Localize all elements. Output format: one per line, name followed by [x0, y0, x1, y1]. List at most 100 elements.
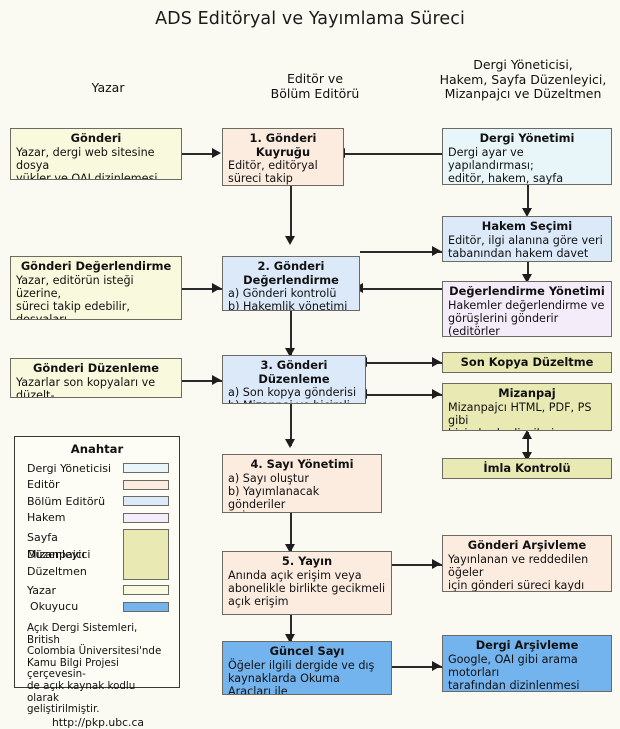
box-step4-sayi-yonetimi[interactable]: 4. Sayı Yönetimi a) Sayı oluştur b) Yayı…	[222, 454, 382, 513]
box-imla-kontrolu-heading: İmla Kontrolü	[483, 460, 571, 475]
arrowhead-step4-step5	[285, 544, 295, 553]
legend-label-editor: Editör	[27, 478, 60, 492]
box-son-kopya-duzeltme-heading: Son Kopya Düzeltme	[460, 354, 594, 369]
box-gonderi-degerlendirme-heading: Gönderi Değerlendirme	[20, 259, 172, 273]
connector-step3-sonkopya	[366, 362, 442, 364]
box-step5-body: Anında açık erişim veya abonelikle birli…	[228, 568, 386, 609]
legend-swatch-journal-manager	[123, 463, 169, 474]
diagram-canvas: ADS Editöryal ve Yayımlama Süreci Yazar …	[10, 9, 612, 729]
box-step5-heading: 5. Yayın	[281, 554, 333, 568]
box-step3-heading: 3. Gönderi Düzenleme	[258, 358, 330, 386]
legend-group-labels: Sayfa Düzenleyici Mizanpajcı Düzeltmen	[27, 529, 123, 580]
legend-title: Anahtar	[70, 442, 124, 456]
box-dergi-yonetimi[interactable]: Dergi Yönetimi Dergi ayar ve yapılandırm…	[442, 128, 612, 185]
legend-swatch-editor	[123, 479, 169, 490]
legend-swatch-reader	[123, 601, 169, 612]
box-mizanpaj[interactable]: Mizanpaj Mizanpajcı HTML, PDF, PS gibi b…	[442, 383, 612, 431]
arrowhead-step3-step4	[285, 439, 295, 448]
legend-swatch-production	[123, 529, 169, 580]
box-guncel-sayi[interactable]: Güncel Sayı Öğeler ilgili dergide ve dış…	[222, 641, 392, 695]
connector-mizanpaj-imla	[527, 432, 529, 458]
arrowhead-step3-sonkopya-right	[432, 357, 441, 367]
legend-label-reader: Okuyucu	[30, 600, 79, 614]
connector-step5-arsivleme	[392, 564, 442, 566]
box-step5-yayin[interactable]: 5. Yayın Anında açık erişim veya aboneli…	[222, 551, 392, 615]
box-step3-gonderi-duzenleme[interactable]: 3. Gönderi Düzenleme a) Son kopya gönder…	[222, 355, 366, 404]
box-dergi-yonetimi-heading: Dergi Yönetimi	[479, 131, 575, 145]
box-gonderi-heading: Gönderi	[70, 131, 122, 145]
box-step4-heading: 4. Sayı Yönetimi	[250, 457, 354, 471]
arrowhead-step5-guncel	[285, 634, 295, 643]
box-dergi-arsivleme[interactable]: Dergi Arşivleme Google, OAI gibi arama m…	[442, 635, 612, 692]
box-degerlendirme-yonetimi[interactable]: Değerlendirme Yönetimi Hakemler değerlen…	[442, 281, 612, 337]
box-gonderi-duzenleme-heading: Gönderi Düzenleme	[33, 361, 159, 375]
connector-step4-step5	[290, 513, 292, 551]
connector-dergi-yonetimi-step1	[344, 153, 442, 155]
legend-row-section-editor: Bölüm Editörü	[27, 493, 169, 510]
box-gonderi-body: Yazar, dergi web sitesine dosya yükler v…	[16, 145, 158, 180]
connector-author-review-step2	[180, 288, 222, 290]
box-step1-body: Editör, editöryal süreci takip etmesi iç…	[228, 159, 318, 186]
box-mizanpaj-body: Mizanpajcı HTML, PDF, PS gibi biçimlerde…	[448, 400, 592, 430]
box-step2-gonderi-degerlendirme[interactable]: 2. Gönderi Değerlendirme a) Gönderi kont…	[222, 256, 360, 311]
box-son-kopya-duzeltme[interactable]: Son Kopya Düzeltme	[442, 352, 612, 373]
arrowhead-mizanpaj-imla-up	[522, 430, 532, 439]
legend-swatch-reviewer	[123, 512, 169, 523]
legend-row-reviewer: Hakem	[27, 510, 169, 527]
legend-swatch-section-editor	[123, 496, 169, 507]
box-imla-kontrolu[interactable]: İmla Kontrolü	[442, 458, 612, 479]
box-step1-gonderi-kuyrugu[interactable]: 1. Gönderi Kuyruğu Editör, editöryal sür…	[222, 128, 344, 186]
box-hakem-secimi-body: Editör, ilgi alanına göre veri tabanında…	[448, 233, 603, 261]
legend-label-author: Yazar	[27, 583, 56, 597]
legend-panel: Anahtar Dergi Yöneticisi Editör Bölüm Ed…	[14, 436, 180, 729]
legend-rows: Dergi Yöneticisi Editör Bölüm Editörü Ha…	[15, 460, 179, 615]
connector-guncel-dergi-arsivleme	[392, 666, 442, 668]
page-title: ADS Editöryal ve Yayımlama Süreci	[155, 9, 465, 29]
box-gonderi-arsivleme-heading: Gönderi Arşivleme	[467, 538, 587, 552]
box-gonderi-duzenleme[interactable]: Gönderi Düzenleme Yazarlar son kopyaları…	[10, 358, 182, 398]
box-gonderi-arsivleme[interactable]: Gönderi Arşivleme Yayınlanan ve reddedil…	[442, 535, 612, 592]
box-step1-heading: 1. Gönderi Kuyruğu	[249, 131, 317, 159]
box-step2-body: a) Gönderi kontrolü b) Hakemlik yönetimi…	[228, 287, 348, 311]
legend-label-proofreader: Düzeltmen	[27, 565, 87, 578]
box-hakem-secimi[interactable]: Hakem Seçimi Editör, ilgi alanına göre v…	[442, 216, 612, 262]
arrowhead-guncel-dergi-arsivleme	[432, 661, 441, 671]
box-dergi-arsivleme-heading: Dergi Arşivleme	[475, 638, 579, 652]
arrowhead-gonderi-step1	[212, 148, 221, 158]
legend-group-production: Sayfa Düzenleyici Mizanpajcı Düzeltmen	[27, 529, 169, 580]
connector-step1-step2	[290, 186, 292, 240]
connector-step3-step4	[290, 404, 292, 446]
connector-step3-mizanpaj	[366, 394, 442, 396]
box-degerlendirme-yonetimi-heading: Değerlendirme Yönetimi	[449, 284, 605, 298]
arrowhead-step1-step2	[285, 236, 295, 245]
arrowhead-author-edit-step3-right	[212, 375, 221, 385]
arrowhead-dergi-yonetimi-hakem	[522, 208, 532, 217]
arrowhead-hakem-degerlendirme	[522, 274, 532, 283]
connector-hakem-degerlendirme	[527, 262, 529, 280]
column-header-author: Yazar	[91, 80, 125, 95]
arrowhead-step3-mizanpaj-right	[432, 389, 441, 399]
legend-label-layout-designer: Sayfa Düzenleyici	[27, 531, 91, 561]
connector-author-edit-step3	[180, 380, 222, 382]
legend-url[interactable]: http://pkp.ubc.ca	[51, 715, 145, 729]
legend-row-reader: Okuyucu	[27, 599, 169, 616]
box-gonderi-degerlendirme[interactable]: Gönderi Değerlendirme Yazar, editörün is…	[10, 256, 182, 320]
column-header-editor: Editör ve Bölüm Editörü	[270, 71, 360, 101]
box-gonderi[interactable]: Gönderi Yazar, dergi web sitesine dosya …	[10, 128, 182, 180]
arrowhead-mizanpaj-imla-down	[522, 452, 532, 461]
box-dergi-arsivleme-body: Google, OAI gibi arama motorları tarafın…	[448, 652, 580, 692]
arrowhead-step2-hakem	[432, 246, 441, 256]
legend-label-reviewer: Hakem	[27, 511, 66, 525]
legend-label-section-editor: Bölüm Editörü	[27, 494, 106, 508]
connector-step5-guncel	[290, 615, 292, 641]
box-step4-body: a) Sayı oluştur b) Yayımlanacak gönderil…	[228, 471, 342, 512]
box-gonderi-degerlendirme-body: Yazar, editörün isteği üzerine, süreci t…	[16, 273, 134, 320]
connector-dergi-yonetimi-hakem	[527, 185, 529, 213]
box-gonderi-arsivleme-body: Yayınlanan ve reddedilen öğeler için gön…	[448, 552, 589, 592]
box-degerlendirme-yonetimi-body: Hakemler değerlendirme ve görüşlerini gö…	[448, 298, 605, 337]
legend-label-journal-manager: Dergi Yöneticisi	[27, 461, 112, 475]
box-step3-body: a) Son kopya gönderisi b) Mizanpaj ve bi…	[228, 386, 357, 403]
box-dergi-yonetimi-body: Dergi ayar ve yapılandırması; editör, ha…	[448, 145, 564, 185]
legend-label-layout-editor: Mizanpajcı	[27, 548, 85, 561]
box-hakem-secimi-heading: Hakem Seçimi	[481, 219, 573, 233]
